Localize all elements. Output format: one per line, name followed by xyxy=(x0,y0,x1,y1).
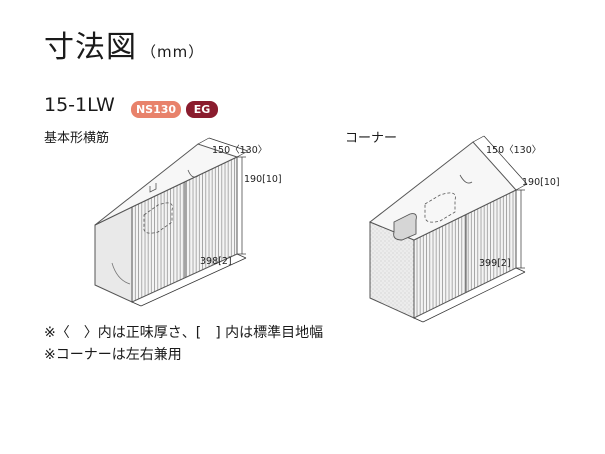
note-thickness-joint: ※〈 〉内は正味厚さ、[ ] 内は標準目地幅 xyxy=(44,325,324,341)
page-title: 寸法図（mm） xyxy=(44,22,204,66)
corner-height-label: 190[10] xyxy=(522,177,560,188)
title-unit: （mm） xyxy=(141,43,205,61)
standard-dimension-lines xyxy=(131,137,249,307)
corner-width-label: 150〈130〉 xyxy=(486,145,542,156)
standard-width-label: 150〈130〉 xyxy=(212,145,268,156)
standard-height-label: 190[10] xyxy=(244,174,282,185)
standard-block-drawing xyxy=(94,143,239,303)
ns130-badge: NS130 xyxy=(131,101,181,118)
eg-badge: EG xyxy=(186,101,218,118)
note-corner-both-sides: ※コーナーは左右兼用 xyxy=(44,347,182,363)
corner-block-drawing xyxy=(369,141,517,319)
block-name-corner: コーナー xyxy=(345,131,398,146)
standard-length-label: 398[2] xyxy=(200,256,232,267)
block-name-standard: 基本形横筋 xyxy=(44,131,110,146)
title-text: 寸法図 xyxy=(44,30,137,65)
corner-dimension-lines xyxy=(413,135,528,323)
model-number: 15-1LW xyxy=(44,94,115,116)
corner-length-label: 399[2] xyxy=(479,258,511,269)
